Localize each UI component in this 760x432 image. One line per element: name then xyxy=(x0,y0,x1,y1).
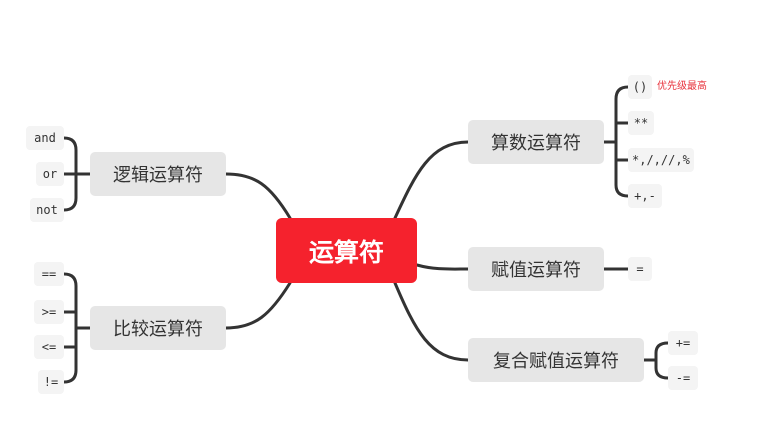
leaf-parentheses[interactable]: () xyxy=(628,75,652,99)
leaf-plus-equals[interactable]: += xyxy=(668,331,698,355)
leaf-or[interactable]: or xyxy=(36,162,64,186)
connector-root-logic xyxy=(224,172,292,220)
leaf-and[interactable]: and xyxy=(26,126,64,150)
leaf-not[interactable]: not xyxy=(30,198,64,222)
leaf-multiply-divide[interactable]: *,/,//,% xyxy=(628,148,694,172)
leaf-minus-equals[interactable]: -= xyxy=(668,366,698,390)
leaf-not-equal[interactable]: != xyxy=(38,370,64,394)
priority-note: 优先级最高 xyxy=(657,81,707,92)
bracket-comparison xyxy=(62,272,92,384)
bracket-arithmetic xyxy=(602,85,630,198)
connector-root-comparison xyxy=(224,281,292,330)
leaf-less-equal[interactable]: <= xyxy=(34,335,64,359)
bracket-logic xyxy=(62,136,92,212)
connector-root-assignment xyxy=(415,263,470,271)
root-node[interactable]: 运算符 xyxy=(276,218,417,283)
leaf-power[interactable]: ** xyxy=(628,111,654,135)
connector-root-arithmetic xyxy=(393,140,470,220)
branch-assignment[interactable]: 赋值运算符 xyxy=(468,247,604,291)
leaf-assign[interactable]: = xyxy=(628,257,652,281)
connector-root-compound xyxy=(393,281,470,362)
leaf-greater-equal[interactable]: >= xyxy=(34,300,64,324)
leaf-equal[interactable]: == xyxy=(34,262,64,286)
branch-logic[interactable]: 逻辑运算符 xyxy=(90,152,226,196)
branch-arithmetic[interactable]: 算数运算符 xyxy=(468,120,604,164)
bracket-compound xyxy=(642,341,670,380)
branch-compound-assignment[interactable]: 复合赋值运算符 xyxy=(468,338,644,382)
branch-comparison[interactable]: 比较运算符 xyxy=(90,306,226,350)
leaf-add-subtract[interactable]: +,- xyxy=(628,184,662,208)
